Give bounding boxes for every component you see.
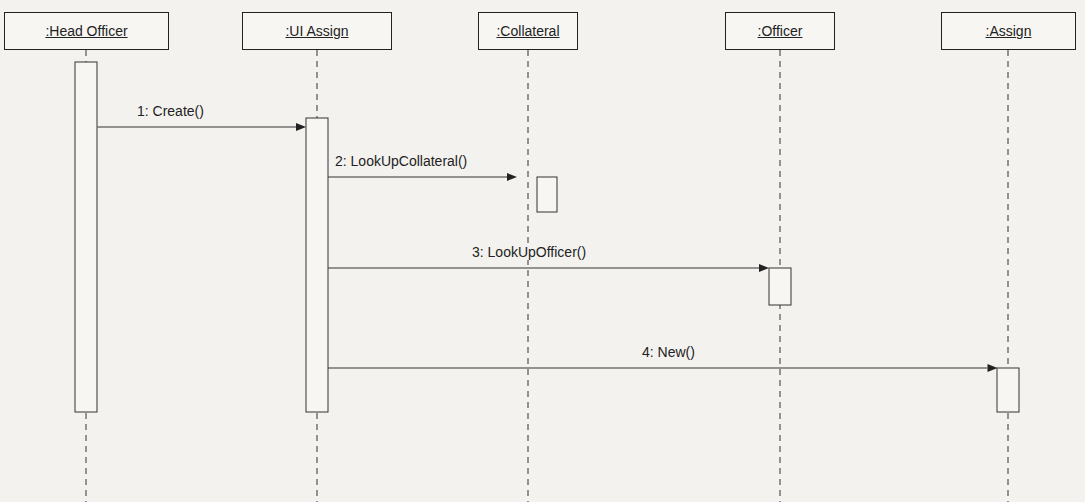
object-name: :Head Officer (45, 23, 127, 39)
activation-bar (75, 62, 97, 412)
lifeline (528, 50, 529, 502)
message-arrow (328, 364, 998, 372)
lifeline-head: :Assign (941, 12, 1076, 50)
message-arrow (328, 173, 517, 181)
lifeline (1008, 50, 1009, 502)
message-label: 2: LookUpCollateral() (333, 153, 469, 169)
message-label: 1: Create() (135, 103, 206, 119)
message-arrow (328, 264, 769, 272)
object-name: :Officer (758, 23, 803, 39)
object-name: :UI Assign (285, 23, 348, 39)
activation-bar (769, 268, 791, 305)
activation-bar (997, 368, 1019, 412)
activation-bar (306, 118, 328, 412)
message-arrow (98, 123, 307, 131)
message-label: 3: LookUpOfficer() (470, 244, 588, 260)
object-name: :Collateral (496, 23, 559, 39)
lifeline-head: :UI Assign (242, 12, 392, 50)
lifeline-head: :Collateral (478, 12, 578, 50)
object-name: :Assign (986, 23, 1032, 39)
message-label: 4: New() (640, 344, 697, 360)
activation-bar (537, 177, 557, 212)
lifeline-head: :Head Officer (4, 12, 169, 50)
lifeline-head: :Officer (725, 12, 835, 50)
